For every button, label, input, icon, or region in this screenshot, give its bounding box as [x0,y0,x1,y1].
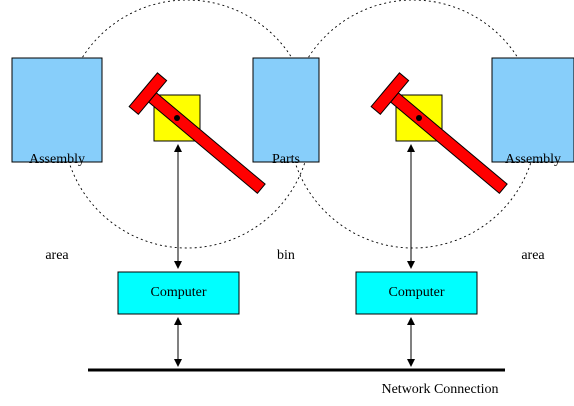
computer-left-label: Computer [150,285,207,300]
parts-bin-line2: bin [277,248,295,263]
assembly-area-left-line1: Assembly [29,152,85,167]
parts-bin-box [252,57,320,163]
assembly-area-right-box [491,57,574,163]
parts-bin-line1: Parts [272,152,300,167]
assembly-area-right-line2: area [521,248,545,263]
assembly-area-right-line1: Assembly [505,152,561,167]
left-robot-pivot [174,115,180,121]
network-connection-label: Network Connection [381,382,499,397]
right-robot-pivot [416,115,422,121]
assembly-area-left-box [11,57,103,163]
computer-right-label: Computer [388,285,445,300]
parts-bin-label: Parts bin [253,80,319,336]
assembly-area-left-label: Assembly area [12,80,102,336]
assembly-area-left-line2: area [45,248,69,263]
computer-right-box [355,271,478,315]
assembly-area-right-label: Assembly area [492,80,574,336]
computer-left-box [117,271,240,315]
